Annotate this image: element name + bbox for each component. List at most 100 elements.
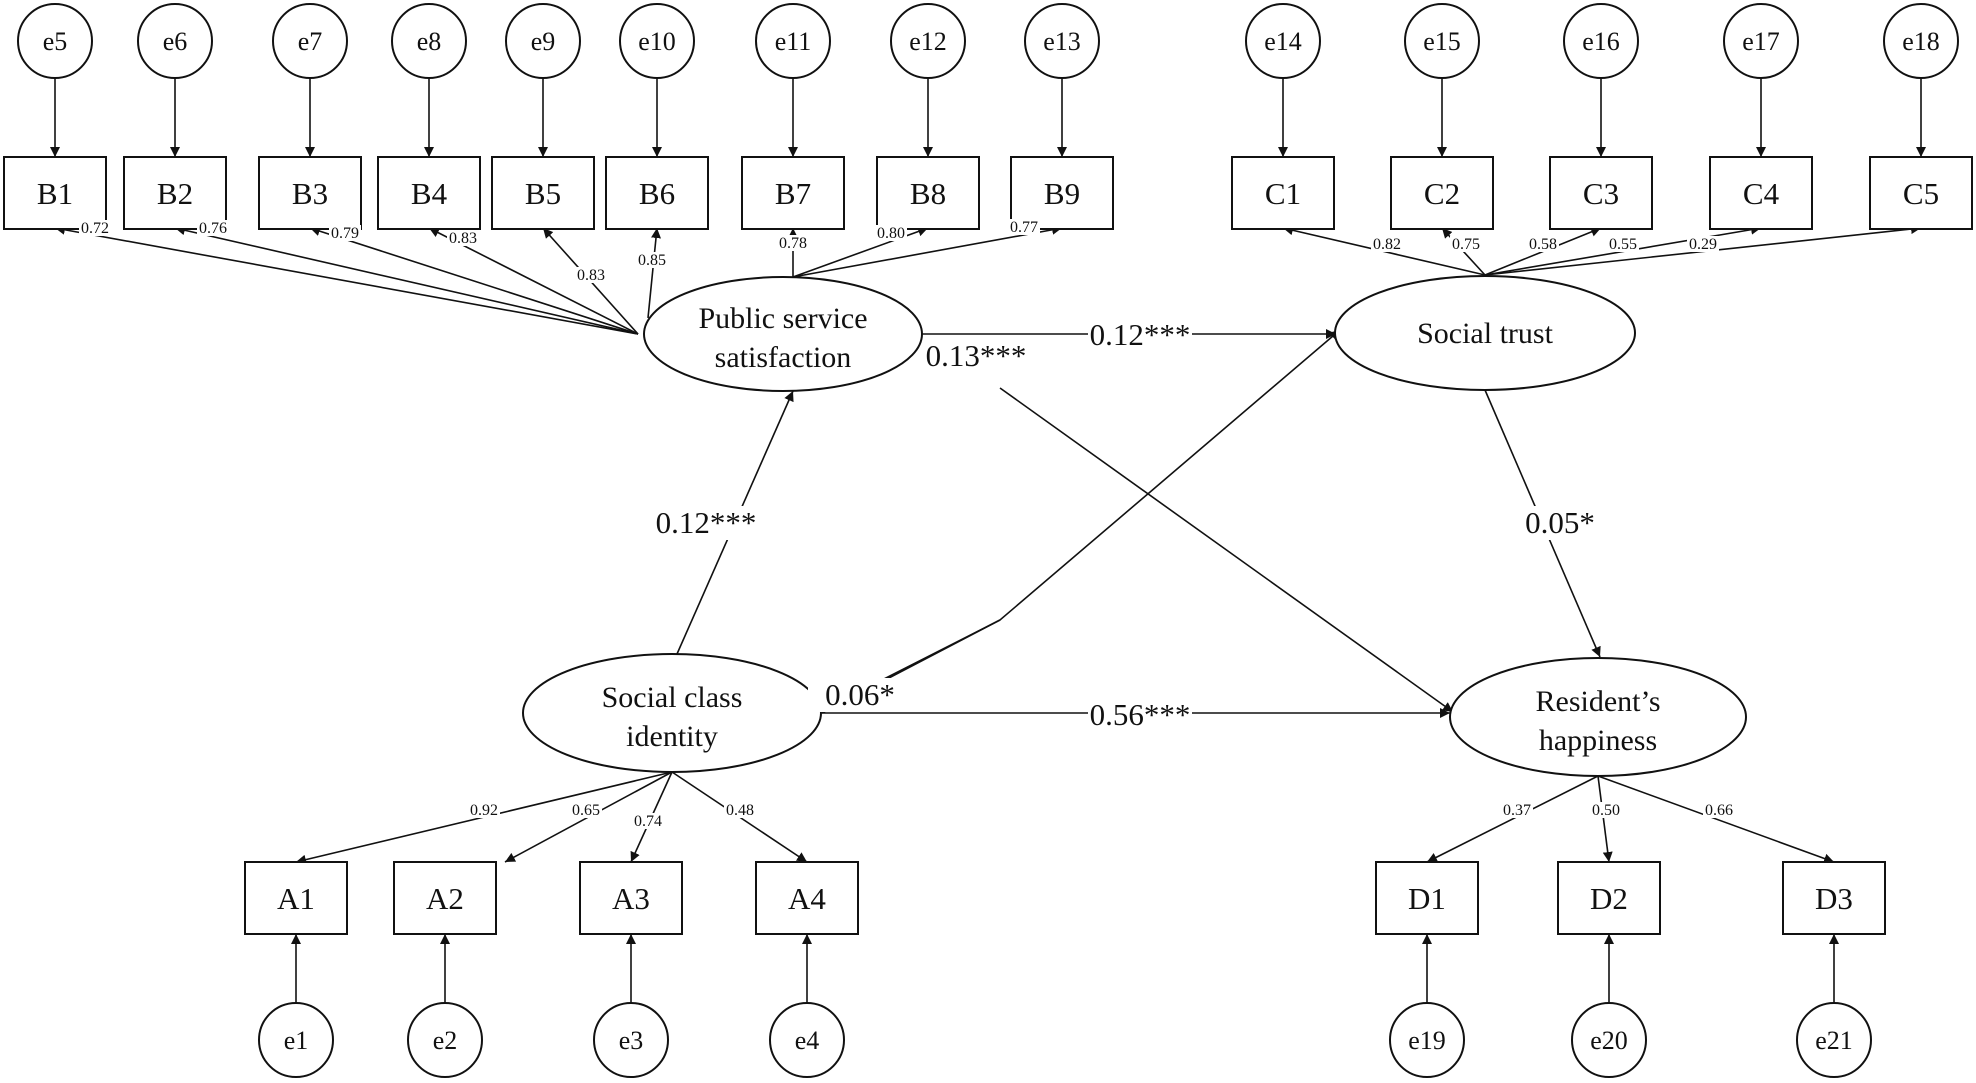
indicator-box-a3 [579, 861, 683, 935]
error-term-a4 [769, 1002, 845, 1078]
path-label-bg [924, 339, 1028, 373]
path-coefficient-psat-trust: 0.12*** [1090, 317, 1191, 352]
indicator-label-d1: D1 [1408, 881, 1446, 916]
loading-label-bg [197, 220, 229, 236]
indicator-box-c2 [1390, 156, 1494, 230]
latent-label-happy-line2: happiness [1539, 724, 1657, 757]
loading-label-bg [1008, 219, 1040, 235]
error-term-c3 [1563, 3, 1639, 79]
error-label-c1: e14 [1264, 27, 1302, 56]
path-coefficient-trust-happy: 0.05* [1525, 505, 1595, 540]
loading-label-a3: 0.74 [634, 813, 662, 830]
loading-label-b6: 0.85 [638, 252, 666, 269]
latent-label-sci-line2: identity [626, 720, 718, 753]
loading-edge-b8 [792, 226, 929, 278]
error-term-d2 [1571, 1002, 1647, 1078]
error-term-b4 [391, 3, 467, 79]
loading-edge-b1 [54, 224, 639, 335]
latent-psat [643, 276, 923, 392]
indicator-label-a1: A1 [277, 881, 315, 916]
error-term-b3 [272, 3, 348, 79]
loading-label-b4: 0.83 [449, 230, 477, 247]
error-term-c2 [1404, 3, 1480, 79]
indicator-box-c3 [1549, 156, 1653, 230]
loading-label-bg [570, 802, 602, 818]
indicator-label-c2: C2 [1424, 176, 1460, 211]
indicator-box-a2 [393, 861, 497, 935]
loading-label-bg [1590, 802, 1622, 818]
error-label-b1: e5 [43, 27, 68, 56]
indicator-label-b6: B6 [639, 176, 675, 211]
error-term-a3 [593, 1002, 669, 1078]
error-label-c5: e18 [1902, 27, 1940, 56]
error-term-b7 [755, 3, 831, 79]
latent-trust [1334, 275, 1636, 391]
loading-label-b9: 0.77 [1010, 219, 1038, 236]
latent-label-psat-line2: satisfaction [715, 341, 852, 374]
indicator-label-c1: C1 [1265, 176, 1301, 211]
indicator-label-a2: A2 [426, 881, 464, 916]
indicator-box-b6 [605, 156, 709, 230]
path-coefficient-sci-psat: 0.12*** [656, 505, 757, 540]
indicator-label-b7: B7 [775, 176, 811, 211]
error-term-b2 [137, 3, 213, 79]
indicator-box-c1 [1231, 156, 1335, 230]
loading-label-bg [636, 252, 668, 268]
indicator-label-a3: A3 [612, 881, 650, 916]
error-label-c4: e17 [1742, 27, 1780, 56]
loading-label-c4: 0.55 [1609, 236, 1637, 253]
indicator-box-b2 [123, 156, 227, 230]
path-edge-sci-trust [881, 329, 1341, 681]
error-label-c2: e15 [1423, 27, 1461, 56]
latent-label-happy-line1: Resident’s [1536, 685, 1661, 718]
loading-label-bg [1527, 236, 1559, 252]
loading-label-b3: 0.79 [331, 225, 359, 242]
error-term-c1 [1245, 3, 1321, 79]
error-term-d3 [1796, 1002, 1872, 1078]
loading-label-bg [1703, 802, 1735, 818]
latent-label-psat-line1: Public service [698, 302, 867, 335]
path-label-bg [654, 506, 758, 540]
error-label-a4: e4 [795, 1026, 820, 1055]
loading-label-bg [468, 802, 500, 818]
error-term-a1 [258, 1002, 334, 1078]
indicator-box-b8 [876, 156, 980, 230]
path-edge-psat-happy [999, 387, 1454, 713]
error-label-c3: e16 [1582, 27, 1620, 56]
error-label-b9: e13 [1043, 27, 1081, 56]
error-label-a3: e3 [619, 1026, 644, 1055]
loading-label-b2: 0.76 [199, 220, 227, 237]
indicator-box-c5 [1869, 156, 1973, 230]
indicator-box-c4 [1709, 156, 1813, 230]
error-term-b5 [505, 3, 581, 79]
error-label-b3: e7 [298, 27, 323, 56]
error-label-b2: e6 [163, 27, 188, 56]
indicator-label-b1: B1 [37, 176, 73, 211]
error-term-b8 [890, 3, 966, 79]
error-term-b9 [1024, 3, 1100, 79]
latent-happy [1449, 657, 1747, 777]
loading-label-bg [1607, 236, 1639, 252]
loading-label-a4: 0.48 [726, 802, 754, 819]
indicator-label-d3: D3 [1815, 881, 1853, 916]
loading-label-bg [1687, 236, 1719, 252]
indicator-box-b1 [3, 156, 107, 230]
error-label-b4: e8 [417, 27, 442, 56]
nodes-layer: e5B1e6B2e7B3e8B4e9B5e10B6e11B7e12B8e13B9… [3, 3, 1973, 1078]
loading-label-a1: 0.92 [470, 802, 498, 819]
indicator-label-b4: B4 [411, 176, 448, 211]
loading-label-bg [632, 813, 664, 829]
error-label-a1: e1 [284, 1026, 309, 1055]
loading-label-bg [1501, 802, 1533, 818]
loading-label-bg [777, 235, 809, 251]
loading-label-b8: 0.80 [877, 225, 905, 242]
loading-label-bg [1371, 236, 1403, 252]
indicator-box-d1 [1375, 861, 1479, 935]
indicator-box-a4 [755, 861, 859, 935]
indicator-label-c5: C5 [1903, 176, 1939, 211]
loading-label-c2: 0.75 [1452, 236, 1480, 253]
indicator-label-d2: D2 [1590, 881, 1628, 916]
loading-label-c1: 0.82 [1373, 236, 1401, 253]
